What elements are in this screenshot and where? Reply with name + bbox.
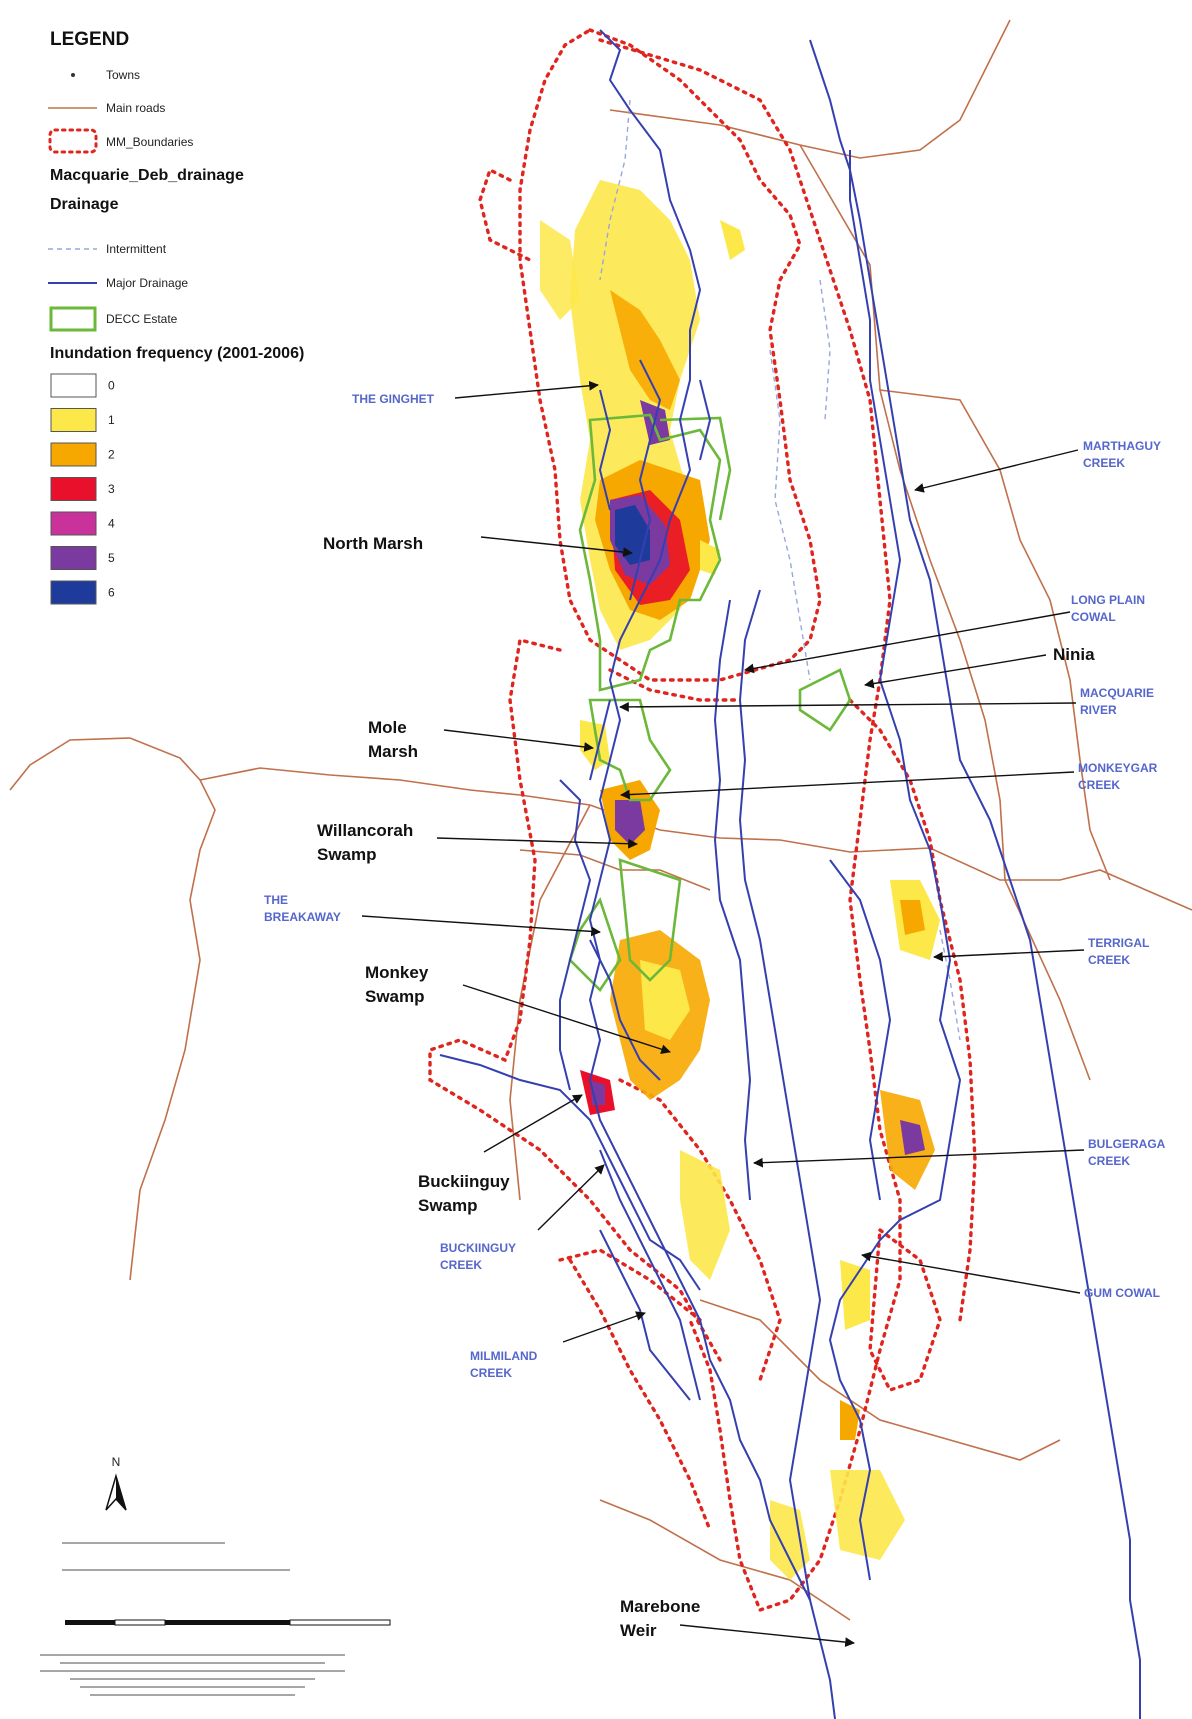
label-macquarie-river-line1: MACQUARIE [1080,686,1154,700]
inundation-swatch-6 [50,580,97,605]
label-gum-cowal: GUM COWAL [1084,1286,1160,1300]
inundation-swatch-0 [50,373,97,398]
boundary-symbol [48,128,98,154]
label-the-breakaway-line1: THE [264,893,288,907]
town-symbol [71,73,75,77]
legend: LEGEND Towns Main roads MM_Boundaries Ma… [48,29,304,605]
main-roads [9,19,1192,1621]
label-willancorah-line1: Willancorah [317,821,413,840]
label-buckiinguy-swamp-line2: Swamp [418,1196,478,1215]
inundation-swatch-3 [50,477,97,501]
inundation-swatch-5 [50,546,97,570]
waterway-labels: THE GINGHET MARTHAGUY CREEK LONG PLAIN C… [264,392,1166,1380]
label-monkey-swamp-line1: Monkey [365,963,429,982]
label-monkeygar-line1: MONKEYGAR [1078,761,1158,775]
legend-item-towns: Towns [106,68,140,82]
intermittent-drainage [599,99,961,1041]
label-buckiinguy-swamp-line1: Buckiinguy [418,1172,510,1191]
inundation-areas [540,180,940,1580]
label-north-marsh: North Marsh [323,534,423,553]
legend-layer-title: Macquarie_Deb_drainage [50,167,244,184]
label-mole-marsh-line2: Marsh [368,742,418,761]
legend-drainage-title: Drainage [50,196,119,213]
label-the-ginghet: THE GINGHET [352,392,435,406]
label-bulgeraga-line1: BULGERAGA [1088,1137,1166,1151]
inundation-swatch-1 [50,408,97,432]
label-marthaguy-line2: CREEK [1083,456,1125,470]
label-monkeygar-line2: CREEK [1078,778,1120,792]
label-bulgeraga-line2: CREEK [1088,1154,1130,1168]
legend-item-decc-estate: DECC Estate [106,312,178,326]
legend-title: LEGEND [50,29,129,50]
legend-item-major-drainage: Major Drainage [106,276,188,290]
label-milmiland-line2: CREEK [470,1366,512,1380]
inundation-swatch-4 [50,511,97,536]
label-buckiinguy-creek-line1: BUCKIINGUY [440,1241,516,1255]
label-mole-marsh-line1: Mole [368,718,407,737]
label-milmiland-line1: MILMILAND [470,1349,538,1363]
inundation-label-5: 5 [108,551,115,565]
north-arrow-label: N [112,1455,121,1469]
label-ninia: Ninia [1053,645,1095,664]
mm-boundaries [428,28,977,1613]
label-the-breakaway-line2: BREAKAWAY [264,910,341,924]
label-long-plain-line2: COWAL [1071,610,1116,624]
place-labels: North Marsh Mole Marsh Willancorah Swamp… [317,534,1095,1640]
inundation-label-3: 3 [108,482,115,496]
leader-arrows [361,380,1085,1647]
inundation-label-4: 4 [108,517,115,531]
decc-estate [568,413,852,993]
inundation-swatch-2 [50,442,97,467]
legend-inundation-title: Inundation frequency (2001-2006) [50,345,304,362]
label-marebone-weir-line1: Marebone [620,1597,700,1616]
label-buckiinguy-creek-line2: CREEK [440,1258,482,1272]
legend-item-intermittent: Intermittent [106,242,167,256]
inundation-label-6: 6 [108,586,115,600]
major-drainage [439,29,1141,1719]
label-marthaguy-line1: MARTHAGUY [1083,439,1161,453]
label-willancorah-line2: Swamp [317,845,377,864]
north-arrow: N [105,1455,127,1511]
label-macquarie-river-line2: RIVER [1080,703,1117,717]
legend-item-mm-boundaries: MM_Boundaries [106,135,193,149]
label-monkey-swamp-line2: Swamp [365,987,425,1006]
label-terrigal-line2: CREEK [1088,953,1130,967]
label-terrigal-line1: TERRIGAL [1088,936,1149,950]
legend-item-main-roads: Main roads [106,101,165,115]
inundation-label-0: 0 [108,379,115,393]
label-marebone-weir-line2: Weir [620,1621,657,1640]
decc-estate-symbol [49,306,97,332]
inundation-label-2: 2 [108,448,115,462]
credits-block [40,1542,345,1696]
label-long-plain-line1: LONG PLAIN [1071,593,1145,607]
scale-bar [65,1619,391,1626]
inundation-class-list: 0 1 2 3 4 5 6 [50,373,115,605]
inundation-label-1: 1 [108,413,115,427]
